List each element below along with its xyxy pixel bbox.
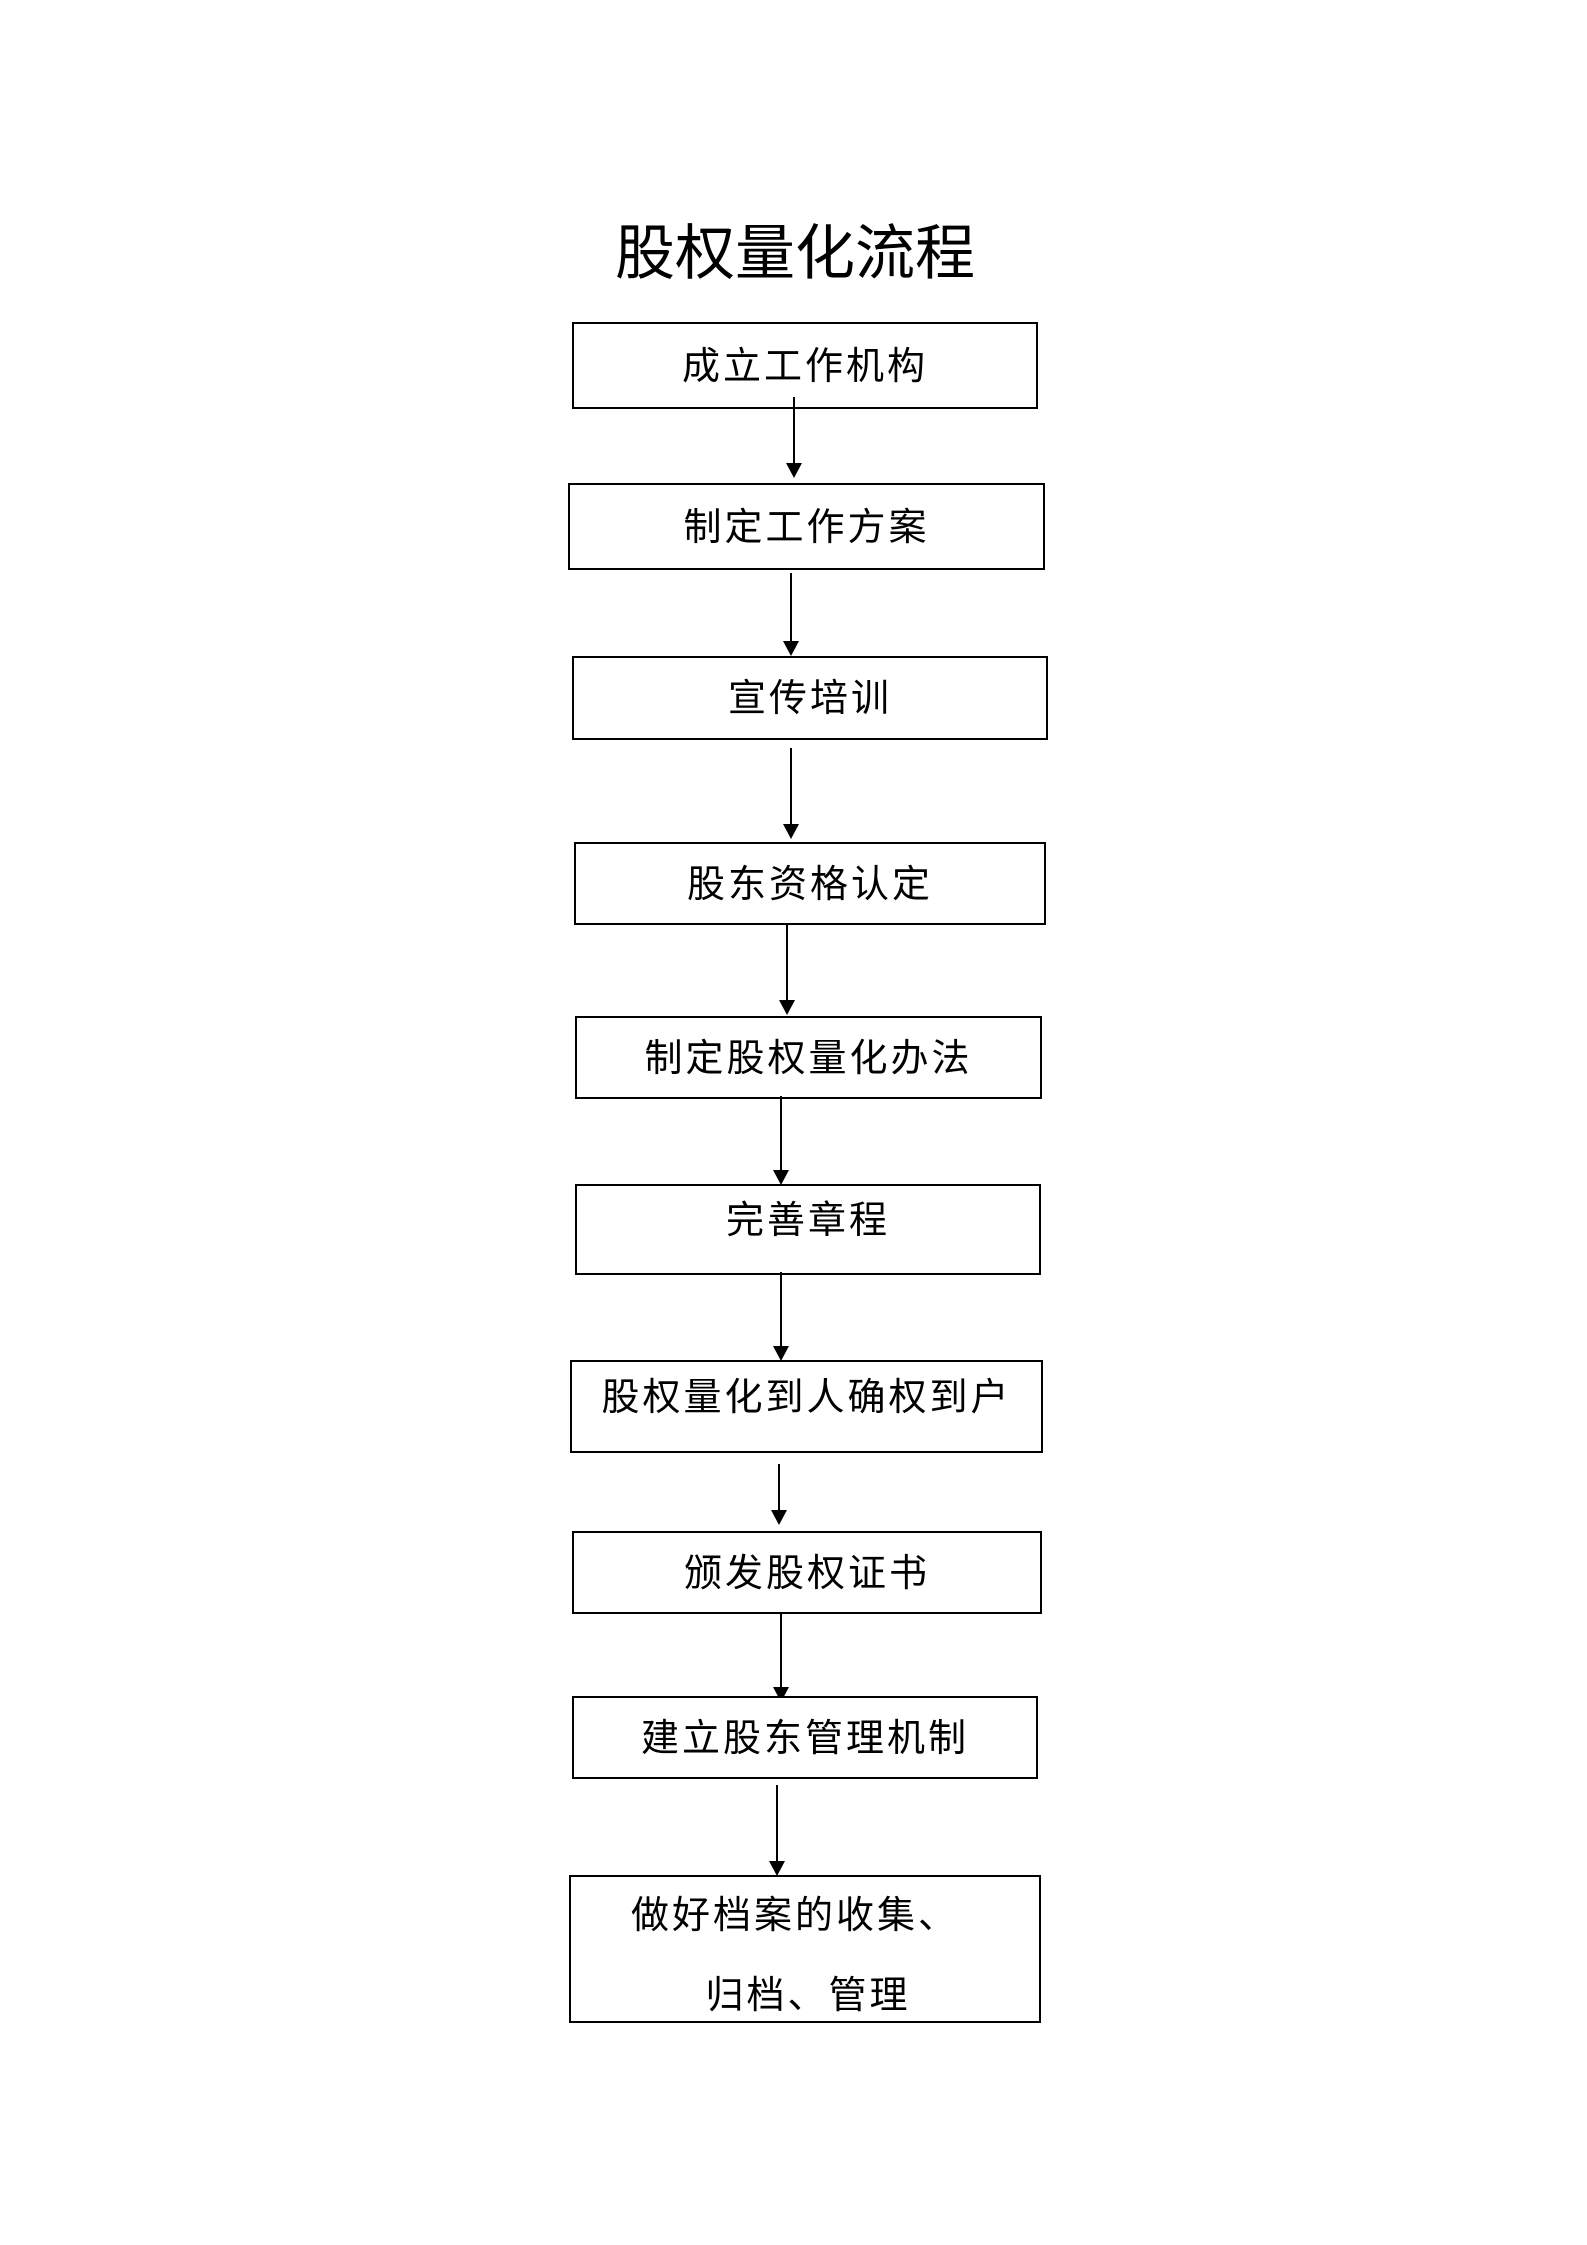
diagram-title: 股权量化流程 — [615, 219, 975, 289]
step-label: 宣传培训 — [727, 676, 892, 720]
step-8-box: 颁发股权证书 — [572, 1531, 1042, 1614]
step-3-box: 宣传培训 — [572, 656, 1048, 740]
step-5-box: 制定股权量化办法 — [575, 1016, 1042, 1099]
step-label: 制定工作方案 — [683, 504, 930, 549]
step-label-line-2: 归档、管理 — [705, 1973, 911, 2017]
step-label-line-1: 做好档案的收集、 — [630, 1893, 959, 1937]
step-1-box: 成立工作机构 — [572, 322, 1038, 409]
step-label: 制定股权量化办法 — [644, 1035, 973, 1080]
step-label: 建立股东管理机制 — [640, 1715, 969, 1760]
step-label: 股东资格认定 — [686, 861, 933, 906]
step-label: 成立工作机构 — [681, 343, 928, 388]
step-6-box: 完善章程 — [575, 1184, 1041, 1275]
step-2-box: 制定工作方案 — [568, 483, 1045, 570]
step-4-box: 股东资格认定 — [574, 842, 1046, 925]
step-7-box: 股权量化到人确权到户 — [570, 1360, 1043, 1453]
step-10-box: 做好档案的收集、 归档、管理 — [569, 1875, 1041, 2023]
step-label: 完善章程 — [725, 1197, 890, 1242]
step-label: 颁发股权证书 — [683, 1550, 930, 1595]
step-9-box: 建立股东管理机制 — [572, 1696, 1038, 1779]
step-label: 股权量化到人确权到户 — [601, 1374, 1012, 1419]
